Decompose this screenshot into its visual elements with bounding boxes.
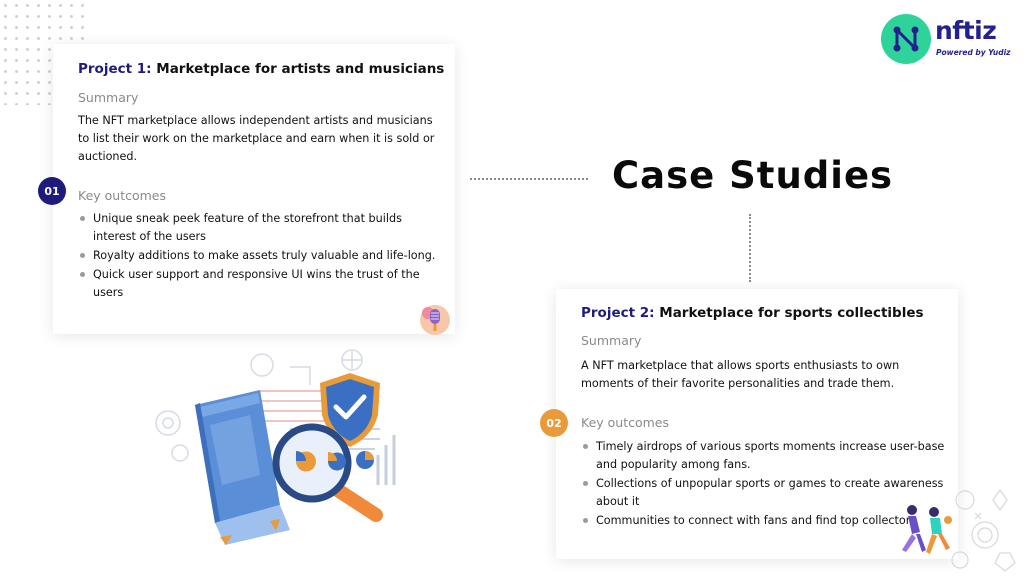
project-2-title: Project 2: Marketplace for sports collec… — [581, 305, 924, 321]
list-item: Quick user support and responsive UI win… — [80, 266, 445, 302]
list-item: Communities to connect with fans and fin… — [583, 512, 953, 530]
project-1-outcomes-label: Key outcomes — [78, 188, 167, 203]
brand-tagline: Powered by Yudiz — [936, 48, 1011, 57]
page-title: Case Studies — [612, 154, 894, 197]
dotted-connector-vertical — [749, 214, 751, 282]
logo-mark-icon — [881, 14, 931, 64]
project-1-number-badge: 01 — [38, 177, 66, 205]
project-2-number-badge: 02 — [540, 409, 568, 437]
project-2-summary-label: Summary — [581, 333, 642, 348]
project-1-title: Project 1: Marketplace for artists and m… — [78, 61, 445, 77]
case-study-card-2: Project 2: Marketplace for sports collec… — [556, 289, 958, 559]
project-1-outcomes-list: Unique sneak peek feature of the storefr… — [80, 210, 445, 303]
project-2-outcomes-list: Timely airdrops of various sports moment… — [583, 438, 953, 531]
microphone-icon — [420, 305, 450, 335]
list-item: Timely airdrops of various sports moment… — [583, 438, 953, 474]
case-study-card-1: Project 1: Marketplace for artists and m… — [53, 44, 455, 334]
project-2-summary-text: A NFT marketplace that allows sports ent… — [581, 359, 900, 390]
list-item: Royalty additions to make assets truly v… — [80, 247, 445, 265]
sports-players-icon — [902, 505, 952, 554]
project-2-outcomes-label: Key outcomes — [581, 415, 670, 430]
corner-line-decoration — [951, 488, 1016, 572]
magnifier-document-shield-icon — [155, 349, 396, 545]
brand-name: nftiz — [935, 16, 997, 45]
list-item: Unique sneak peek feature of the storefr… — [80, 210, 445, 246]
project-1-summary-text: The NFT marketplace allows independent a… — [78, 114, 435, 163]
brand-logo: nftiz Powered by Yudiz — [881, 14, 1011, 64]
project-1-summary-label: Summary — [78, 90, 139, 105]
list-item: Collections of unpopular sports or games… — [583, 475, 953, 511]
dotted-connector-horizontal — [470, 178, 588, 180]
